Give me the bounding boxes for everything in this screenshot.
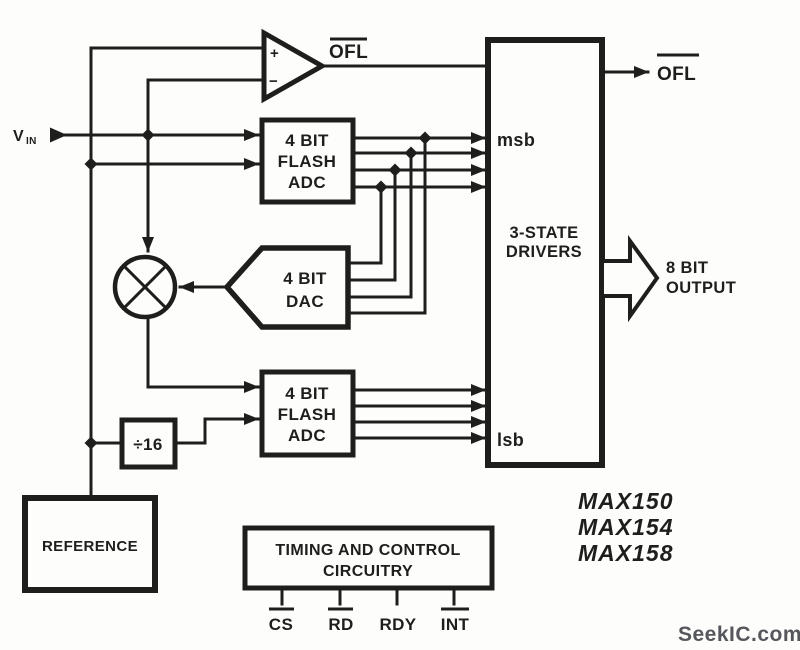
junction-dot xyxy=(84,157,98,171)
output-bus: 8 BIT OUTPUT xyxy=(600,234,736,323)
junction-dot xyxy=(374,180,388,194)
adc-bottom-box xyxy=(259,369,356,458)
part-number-2: MAX154 xyxy=(578,514,673,540)
adc-bottom-label-1: 4 BIT xyxy=(285,384,329,403)
adc-top-label-1: 4 BIT xyxy=(285,131,329,150)
ofl-output-label: OFL xyxy=(657,64,696,85)
dac-pentagon xyxy=(223,245,351,330)
vin-input: V IN xyxy=(13,127,67,147)
part-number-3: MAX158 xyxy=(578,540,673,566)
output-label-1: 8 BIT xyxy=(666,259,708,277)
junction-dot xyxy=(388,163,402,177)
lsb-label: lsb xyxy=(497,430,524,450)
adc-top-block: 4 BIT FLASH ADC xyxy=(259,117,356,205)
adc-bottom-label-3: ADC xyxy=(288,426,326,445)
wire-multiplier-to-adc2 xyxy=(146,315,260,393)
cs-pin-label: CS xyxy=(269,615,293,634)
output-block-arrow-icon xyxy=(600,234,660,323)
timing-block: TIMING AND CONTROL CIRCUITRY CS RD RDY I… xyxy=(242,525,495,634)
timing-box xyxy=(242,525,495,591)
drivers-block: 3-STATE DRIVERS msb lsb xyxy=(485,37,605,468)
adc-top-label-2: FLASH xyxy=(278,152,337,171)
dac-label-2: DAC xyxy=(286,292,324,311)
drivers-box xyxy=(485,37,605,468)
dac-label-1: 4 BIT xyxy=(283,269,327,288)
wire-vin-to-comparator-minus xyxy=(146,78,265,137)
adc-top-label-3: ADC xyxy=(288,173,326,192)
comparator-plus-label: + xyxy=(270,45,279,62)
div16-label: ÷16 xyxy=(133,435,162,454)
rd-pin-label: RD xyxy=(328,615,353,634)
multiplier-x-icon xyxy=(121,263,169,311)
junction-dots xyxy=(84,128,432,450)
overflow-comparator: + − OFL xyxy=(261,28,368,104)
junction-dot xyxy=(404,146,418,160)
dac-block: 4 BIT DAC xyxy=(223,245,351,330)
int-pin-label: INT xyxy=(441,615,470,634)
comparator-minus-label: − xyxy=(269,73,278,90)
wire-dac-feed3 xyxy=(349,151,413,299)
div16-block: ÷16 xyxy=(119,417,178,470)
msb-label: msb xyxy=(497,130,535,150)
part-number-1: MAX150 xyxy=(578,488,673,514)
adc-top-box xyxy=(259,117,356,205)
vin-label-subscript: IN xyxy=(26,136,37,147)
drivers-label-1: 3-STATE xyxy=(509,224,578,242)
reference-block: REFERENCE xyxy=(22,495,158,593)
junction-dot xyxy=(84,436,98,450)
output-label-2: OUTPUT xyxy=(666,279,736,297)
vin-label: V xyxy=(13,128,24,145)
drivers-label-2: DRIVERS xyxy=(506,243,582,261)
reference-label: REFERENCE xyxy=(42,538,138,555)
watermark-label: SeekIC.com xyxy=(678,623,800,646)
adc-bottom-block: 4 BIT FLASH ADC xyxy=(259,369,356,458)
wire-dac-feed1 xyxy=(349,185,383,265)
junction-dot xyxy=(141,128,155,142)
wire-dac-feed2 xyxy=(349,168,397,282)
junction-dot xyxy=(418,131,432,145)
wire-dac-feed4 xyxy=(349,136,427,315)
div16-box xyxy=(119,417,178,470)
part-numbers: MAX150 MAX154 MAX158 xyxy=(578,488,673,566)
wire-reference-bus xyxy=(89,46,265,500)
rdy-pin-label: RDY xyxy=(379,615,416,634)
wire-div16-to-adc2 xyxy=(173,413,260,445)
timing-label-1: TIMING AND CONTROL xyxy=(275,542,460,559)
vin-arrowhead-icon xyxy=(50,127,67,143)
ofl-comparator-label: OFL xyxy=(329,42,368,63)
ofl-output: OFL xyxy=(657,53,699,85)
comparator-triangle xyxy=(261,28,328,104)
timing-label-2: CIRCUITRY xyxy=(323,563,413,580)
reference-box xyxy=(22,495,158,593)
adc-bottom-label-2: FLASH xyxy=(278,405,337,424)
multiplier-node xyxy=(112,254,178,320)
